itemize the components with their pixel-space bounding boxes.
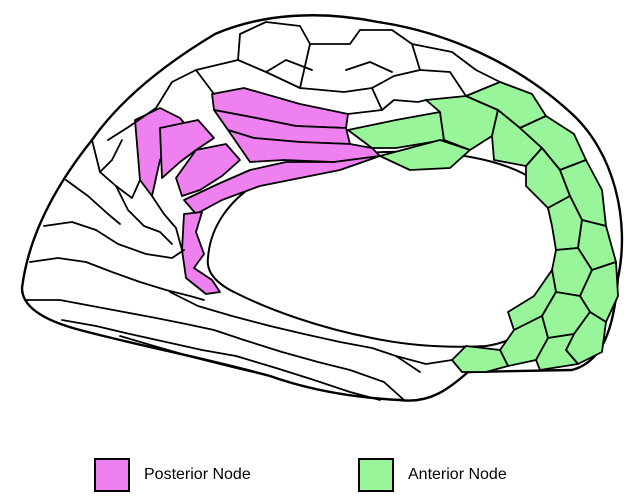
- legend-swatch-anterior: [358, 458, 394, 492]
- legend-item-posterior: Posterior Node: [94, 455, 251, 495]
- brain-surface-map: [0, 0, 626, 420]
- legend-swatch-posterior: [94, 458, 130, 492]
- legend-label-anterior: Anterior Node: [408, 466, 507, 484]
- legend-label-posterior: Posterior Node: [144, 466, 251, 484]
- legend-item-anterior: Anterior Node: [358, 455, 507, 495]
